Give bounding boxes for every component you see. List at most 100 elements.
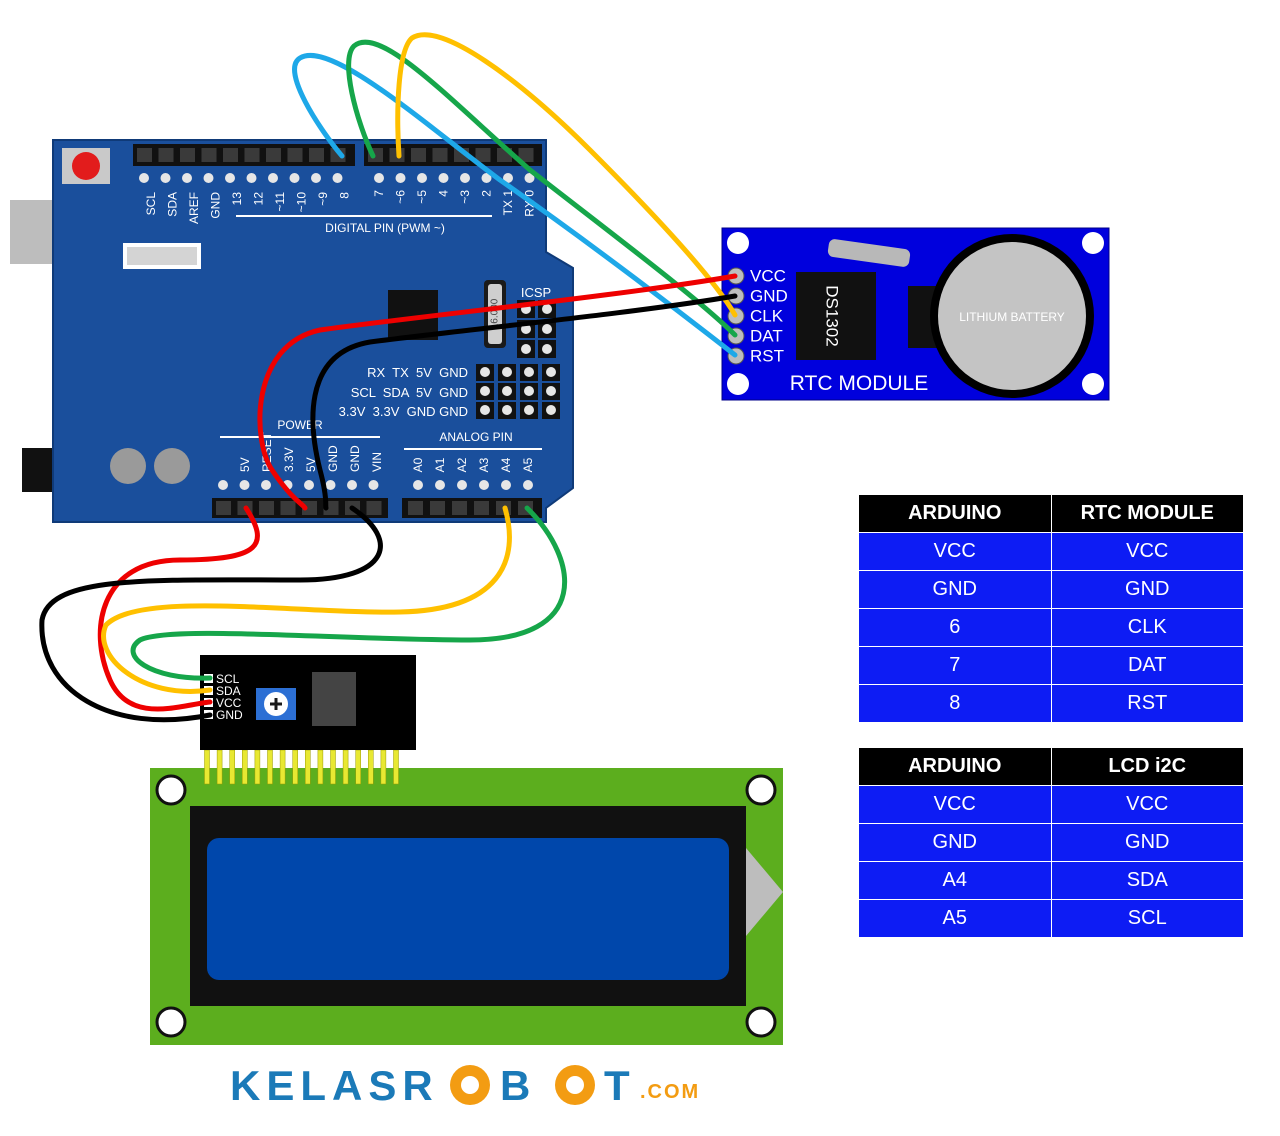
pin-pad <box>160 173 171 183</box>
header-socket[interactable] <box>366 501 382 515</box>
header-socket[interactable] <box>280 501 296 515</box>
power-pin-label: 5V <box>238 457 252 472</box>
header-socket[interactable] <box>201 148 217 162</box>
table-cell: GND <box>1050 570 1244 609</box>
pin-pad <box>542 324 552 334</box>
table-cell: GND <box>1050 823 1244 862</box>
power-pin-label: GND <box>326 445 340 472</box>
rtc-pin-label: GND <box>750 287 788 306</box>
pin-pad <box>438 173 449 183</box>
wire-green-a5-scl <box>130 505 568 681</box>
digital-pin-label: 4 <box>437 190 451 197</box>
pin-pad <box>218 480 228 490</box>
brand-prefix: KELASR <box>230 1062 439 1109</box>
pin-pad <box>304 480 314 490</box>
pin-pad <box>481 173 492 183</box>
header-socket[interactable] <box>137 148 152 162</box>
lcd-screen <box>207 838 729 980</box>
power-pin-label: VIN <box>370 452 384 472</box>
power-pin-label: 5V <box>304 457 318 472</box>
lcd-pin <box>355 749 361 785</box>
table-cell: 7 <box>858 646 1052 685</box>
header-socket[interactable] <box>266 148 281 162</box>
brand-gear-1-hole <box>461 1076 479 1094</box>
pin-pad <box>521 324 531 334</box>
table-cell: A5 <box>858 899 1052 938</box>
pin-pad <box>239 480 250 490</box>
header-socket[interactable] <box>259 501 274 515</box>
lcd-pin <box>292 749 298 785</box>
lithium-battery <box>938 242 1086 390</box>
pin-pad <box>435 480 445 490</box>
header-socket[interactable] <box>302 501 317 515</box>
header-socket[interactable] <box>474 501 489 515</box>
header-socket[interactable] <box>287 148 303 162</box>
header-socket[interactable] <box>244 148 260 162</box>
power-caption: POWER <box>277 418 323 432</box>
pin-pad <box>521 344 531 354</box>
pin-pad <box>182 173 192 183</box>
wire-black-gnd-i2c <box>39 505 383 723</box>
digital-pin-label: ~11 <box>273 192 287 212</box>
pin-pad <box>523 480 533 490</box>
ds1302-chip-label: DS1302 <box>823 285 842 346</box>
pin-pad <box>413 480 423 490</box>
header-row-1: RX TX 5V GND <box>367 365 468 380</box>
rtc-module-label: RTC MODULE <box>790 372 928 395</box>
pin-pad <box>289 173 300 183</box>
header-socket[interactable] <box>430 501 445 515</box>
pin-pad <box>139 173 149 183</box>
pin-pad <box>225 173 235 183</box>
digital-caption: DIGITAL PIN (PWM ~) <box>325 221 445 235</box>
icsp-label: ICSP <box>521 285 551 300</box>
lcd-pin <box>254 749 261 785</box>
pin-pad <box>268 173 278 183</box>
wires <box>39 32 738 723</box>
pin-pad <box>480 386 490 396</box>
table-cell: SCL <box>1050 899 1244 938</box>
header-socket[interactable] <box>452 501 467 515</box>
header-row-3: 3.3V 3.3V GND GND <box>339 404 468 419</box>
header-socket[interactable] <box>475 148 491 162</box>
lcd-pin <box>279 749 286 785</box>
i2c-board <box>200 655 416 750</box>
header-socket[interactable] <box>432 148 448 162</box>
header-socket[interactable] <box>158 148 174 162</box>
table-cell: VCC <box>858 785 1052 824</box>
header-socket[interactable] <box>223 148 238 162</box>
power-pin-label: 3.3V <box>282 447 296 472</box>
analog-pin-label: A0 <box>411 457 425 472</box>
reset-button-red[interactable] <box>72 152 100 180</box>
table-cell: RST <box>1050 684 1244 723</box>
header-socket[interactable] <box>518 148 534 162</box>
analog-pin-label: A2 <box>455 457 469 472</box>
table-cell: VCC <box>1050 532 1244 571</box>
rtc-mount-hole-br <box>1082 373 1104 395</box>
pin-pad <box>542 344 552 354</box>
lcd-pin <box>317 749 324 785</box>
battery-label: LITHIUM BATTERY <box>959 310 1065 324</box>
header-socket[interactable] <box>216 501 231 515</box>
digital-pin-label: GND <box>209 192 223 219</box>
rtc-mount-hole-bl <box>727 373 749 395</box>
wire-red-vcc-rtc <box>257 273 738 511</box>
header-socket[interactable] <box>408 501 423 515</box>
table-cell: 6 <box>858 608 1052 647</box>
digital-pin-label: SCL <box>144 192 158 216</box>
digital-pin-label: ~6 <box>394 190 408 204</box>
table-cell: GND <box>858 570 1052 609</box>
pin-pad <box>311 173 321 183</box>
digital-pin-label: ~3 <box>458 190 472 204</box>
crystal-label: 16.000 <box>490 298 501 329</box>
header-socket[interactable] <box>180 148 195 162</box>
header-socket[interactable] <box>411 148 426 162</box>
header-socket[interactable] <box>309 148 324 162</box>
lcd-pin <box>242 749 248 785</box>
rtc-mount-hole-tr <box>1082 232 1104 254</box>
